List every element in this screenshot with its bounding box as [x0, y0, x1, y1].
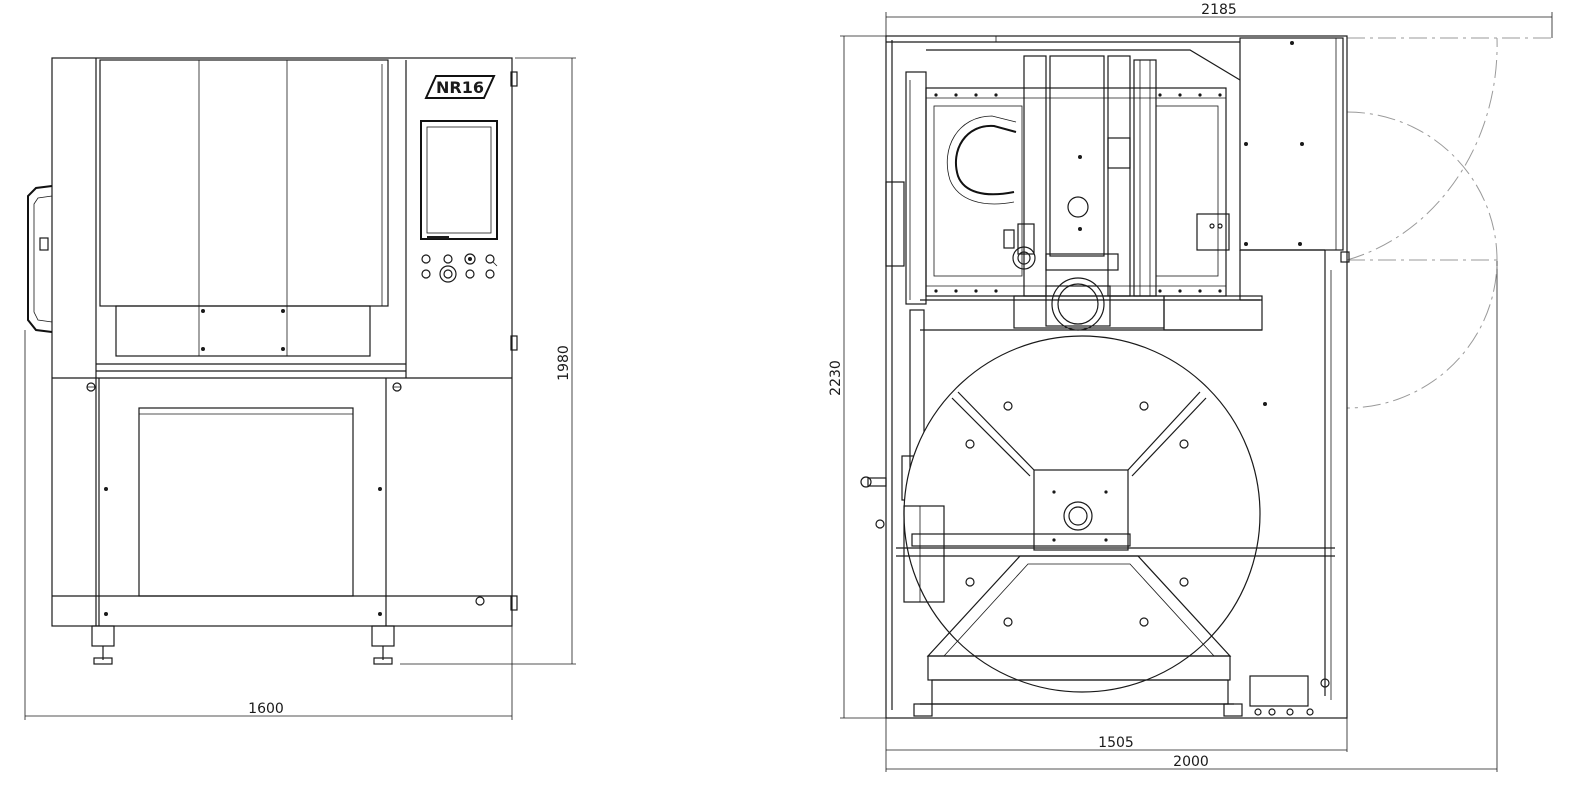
front-body-outline — [51, 57, 513, 627]
spindle-column — [1049, 55, 1105, 257]
electrical-cabinet — [1239, 37, 1344, 251]
leveling-foot — [91, 625, 115, 665]
dimension-label-overall-width: 2185 — [1201, 2, 1237, 18]
leveling-foot — [371, 625, 395, 665]
front-window — [99, 59, 389, 307]
dimension-label-frame-width: 1505 — [1098, 735, 1134, 751]
door-handle — [27, 185, 53, 333]
control-knob-icon — [485, 254, 495, 264]
control-knob-icon — [464, 253, 476, 265]
touch-screen — [420, 120, 498, 240]
turntable-fixtures — [965, 401, 1189, 627]
dimension-label-depth: 2230 — [828, 360, 844, 396]
dimension-label-height: 1980 — [556, 345, 572, 381]
control-knob-icon — [421, 269, 431, 279]
emergency-stop-icon — [439, 265, 457, 283]
dimension-label-width: 1600 — [248, 701, 284, 717]
cable-chain — [954, 124, 1017, 196]
top-frame-outline — [885, 35, 1348, 719]
control-knob-icon — [443, 254, 453, 264]
turntable-hub — [1033, 469, 1129, 551]
front-lower-panel — [138, 407, 354, 597]
control-knob-icon — [485, 269, 495, 279]
front-drawer — [115, 305, 371, 357]
dimension-label-base-width: 2000 — [1173, 754, 1209, 770]
front-view: NR16 — [24, 57, 576, 720]
rail-bolts — [934, 93, 1222, 293]
logo-text: NR16 — [436, 78, 484, 97]
control-knob-icon — [421, 254, 431, 264]
logo-badge — [424, 75, 496, 99]
gantry-frame — [925, 87, 1227, 297]
control-knob-icon — [465, 269, 475, 279]
top-view: 2185 2230 1505 2000 — [828, 2, 1553, 772]
